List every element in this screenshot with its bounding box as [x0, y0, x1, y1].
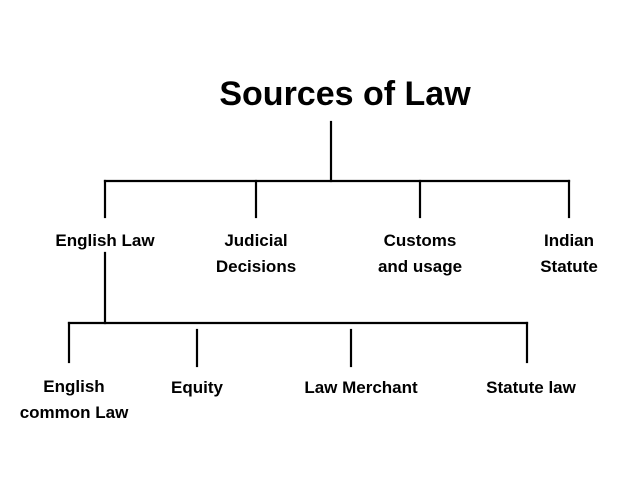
- node-judicial-decisions: Judicial Decisions: [215, 231, 297, 276]
- node-statute-law: Statute law: [486, 378, 576, 397]
- diagram-title: Sources of Law: [219, 75, 471, 113]
- node-equity: Equity: [171, 378, 223, 397]
- node-law-merchant: Law Merchant: [304, 378, 418, 397]
- node-english-law: English Law: [55, 231, 155, 250]
- node-english-common-law: English common Law: [19, 377, 129, 422]
- node-indian-statute: Indian Statute: [540, 231, 598, 276]
- node-customs-and-usage: Customs and usage: [377, 231, 463, 276]
